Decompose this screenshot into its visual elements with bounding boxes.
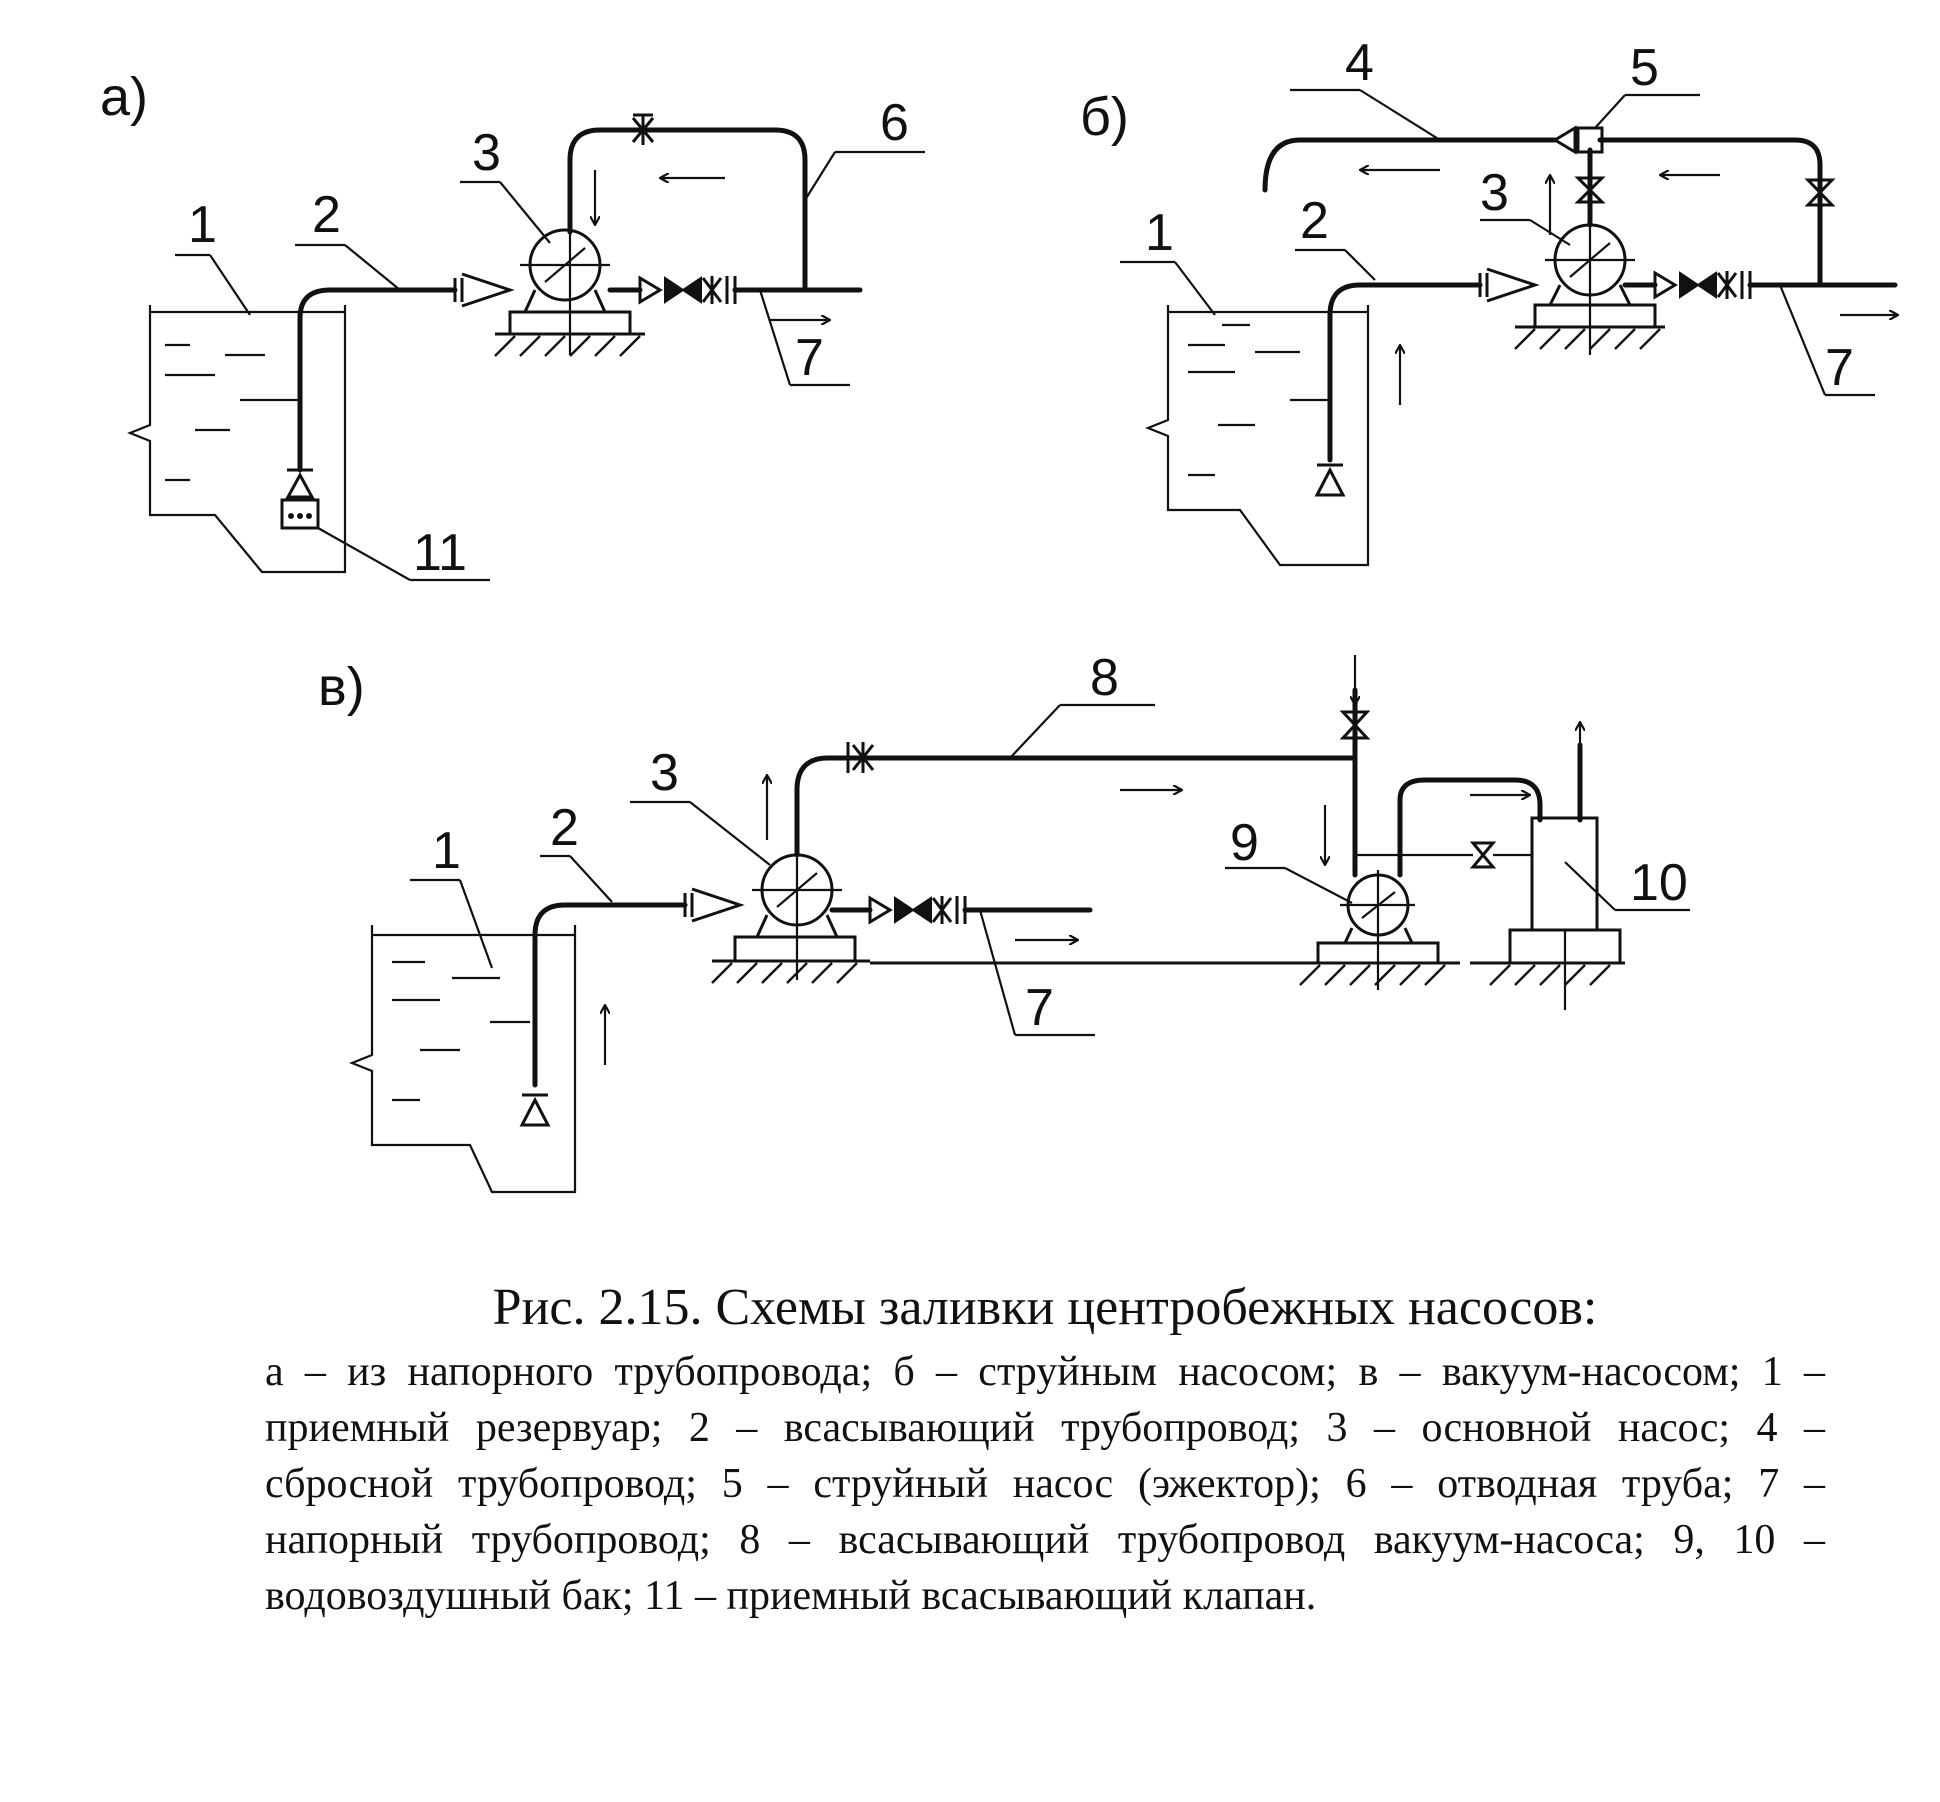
label-a-7: 7 — [795, 329, 824, 387]
bypass-pipe-a — [567, 113, 808, 293]
inlet-reducer-c — [683, 887, 745, 923]
label-c-7: 7 — [1025, 979, 1054, 1037]
main-pump-a — [494, 210, 645, 357]
inlet-reducer-a — [453, 272, 515, 308]
scheme-b: б) — [1080, 34, 1898, 567]
tank-c — [349, 925, 577, 1194]
tank-a — [127, 305, 347, 574]
suction-pipe-a — [297, 287, 458, 473]
label-a-2: 2 — [312, 186, 341, 244]
scheme-c: в) — [318, 649, 1690, 1194]
inlet-reducer-b — [1478, 267, 1540, 303]
label-a-6: 6 — [880, 94, 909, 152]
label-b-1: 1 — [1145, 204, 1174, 262]
caption-text: а – из напорного трубопровода; б – струй… — [265, 1349, 1825, 1619]
label-b-3: 3 — [1480, 164, 1509, 222]
discharge-pipe-b — [1622, 270, 1898, 315]
water-air-tank-c — [1355, 722, 1625, 1010]
label-c-9: 9 — [1230, 814, 1259, 872]
scheme-c-title: в) — [318, 657, 365, 717]
suction-pipe-b — [1327, 282, 1483, 463]
leaders-a — [175, 150, 925, 582]
vacuum-pump-c — [1299, 655, 1460, 990]
leaders-b — [1120, 88, 1875, 397]
label-a-11: 11 — [413, 524, 467, 582]
main-pump-b — [1514, 205, 1665, 355]
tank-b — [1145, 305, 1370, 567]
ejector-line-b — [1262, 125, 1836, 288]
caption-title: Рис. 2.15. Схемы заливки центробежных на… — [492, 1279, 1598, 1336]
foot-valve-a — [280, 468, 320, 530]
label-b-4: 4 — [1345, 34, 1374, 92]
label-a-1: 1 — [188, 196, 217, 254]
suction-pipe-c — [532, 902, 688, 1088]
vacuum-suction-line-c — [767, 742, 1358, 858]
scheme-a-title: а) — [100, 67, 148, 127]
scheme-a: а) — [100, 67, 925, 582]
label-a-3: 3 — [472, 124, 501, 182]
scheme-b-title: б) — [1080, 87, 1129, 147]
main-pump-c — [711, 835, 870, 984]
label-c-2: 2 — [550, 799, 579, 857]
label-c-10: 10 — [1630, 854, 1688, 912]
label-b-5: 5 — [1630, 39, 1659, 97]
discharge-pipe-c — [829, 895, 1093, 940]
foot-valve-c — [519, 1093, 551, 1127]
label-b-2: 2 — [1300, 192, 1329, 250]
leaders-c — [410, 703, 1690, 1037]
label-c-1: 1 — [432, 822, 461, 880]
foot-valve-b — [1314, 463, 1346, 497]
label-c-8: 8 — [1090, 649, 1119, 707]
pump-priming-diagram: а) — [100, 34, 1940, 1194]
figure-caption: Рис. 2.15. Схемы заливки центробежных на… — [265, 1278, 1825, 1624]
label-b-7: 7 — [1825, 339, 1854, 397]
label-c-3: 3 — [650, 744, 679, 802]
discharge-pipe-a — [607, 275, 863, 320]
